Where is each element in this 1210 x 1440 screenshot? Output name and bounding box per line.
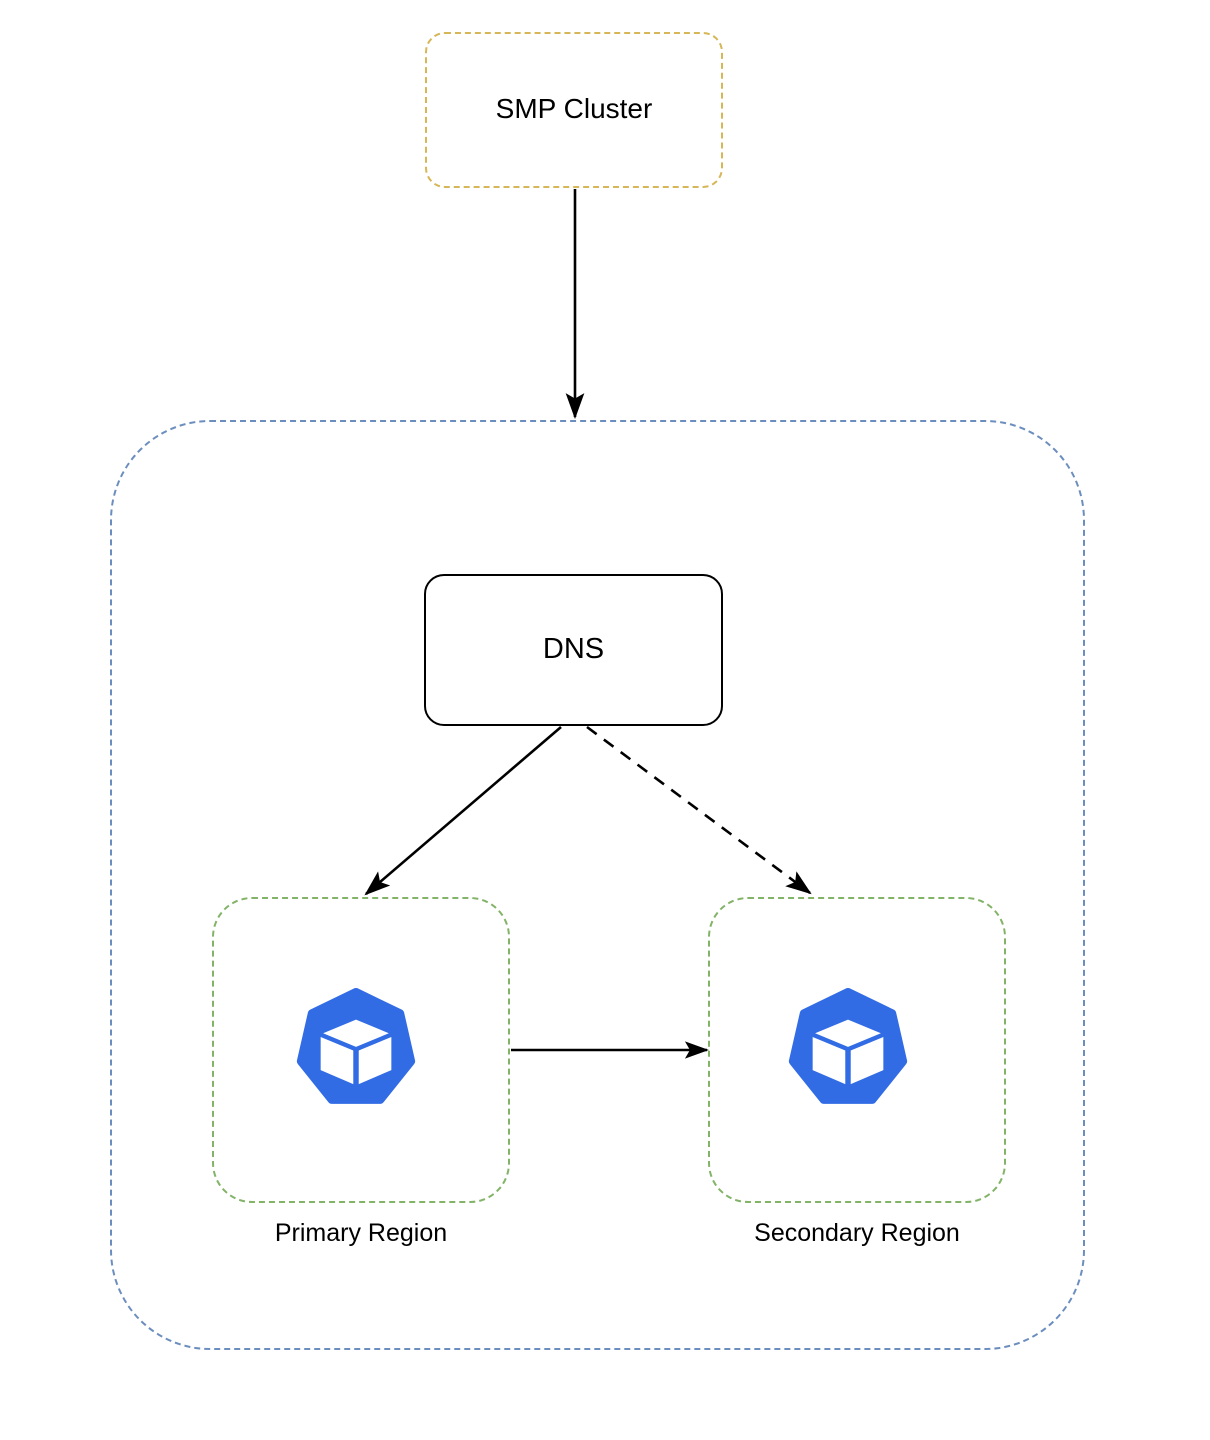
kubernetes-icon: [296, 988, 416, 1104]
dns-node-label: DNS: [542, 633, 605, 666]
secondary-region-group[interactable]: [708, 897, 1006, 1203]
smp-cluster-label: SMP Cluster: [495, 92, 653, 124]
secondary-region-label: Secondary Region: [754, 1219, 960, 1247]
dns-node[interactable]: DNS: [424, 574, 723, 726]
primary-region-group[interactable]: [212, 897, 510, 1203]
kubernetes-icon: [788, 988, 908, 1104]
smp-cluster-group[interactable]: SMP Cluster: [425, 32, 723, 188]
primary-region-label: Primary Region: [274, 1219, 448, 1247]
platform-boundary-group[interactable]: [110, 420, 1085, 1350]
